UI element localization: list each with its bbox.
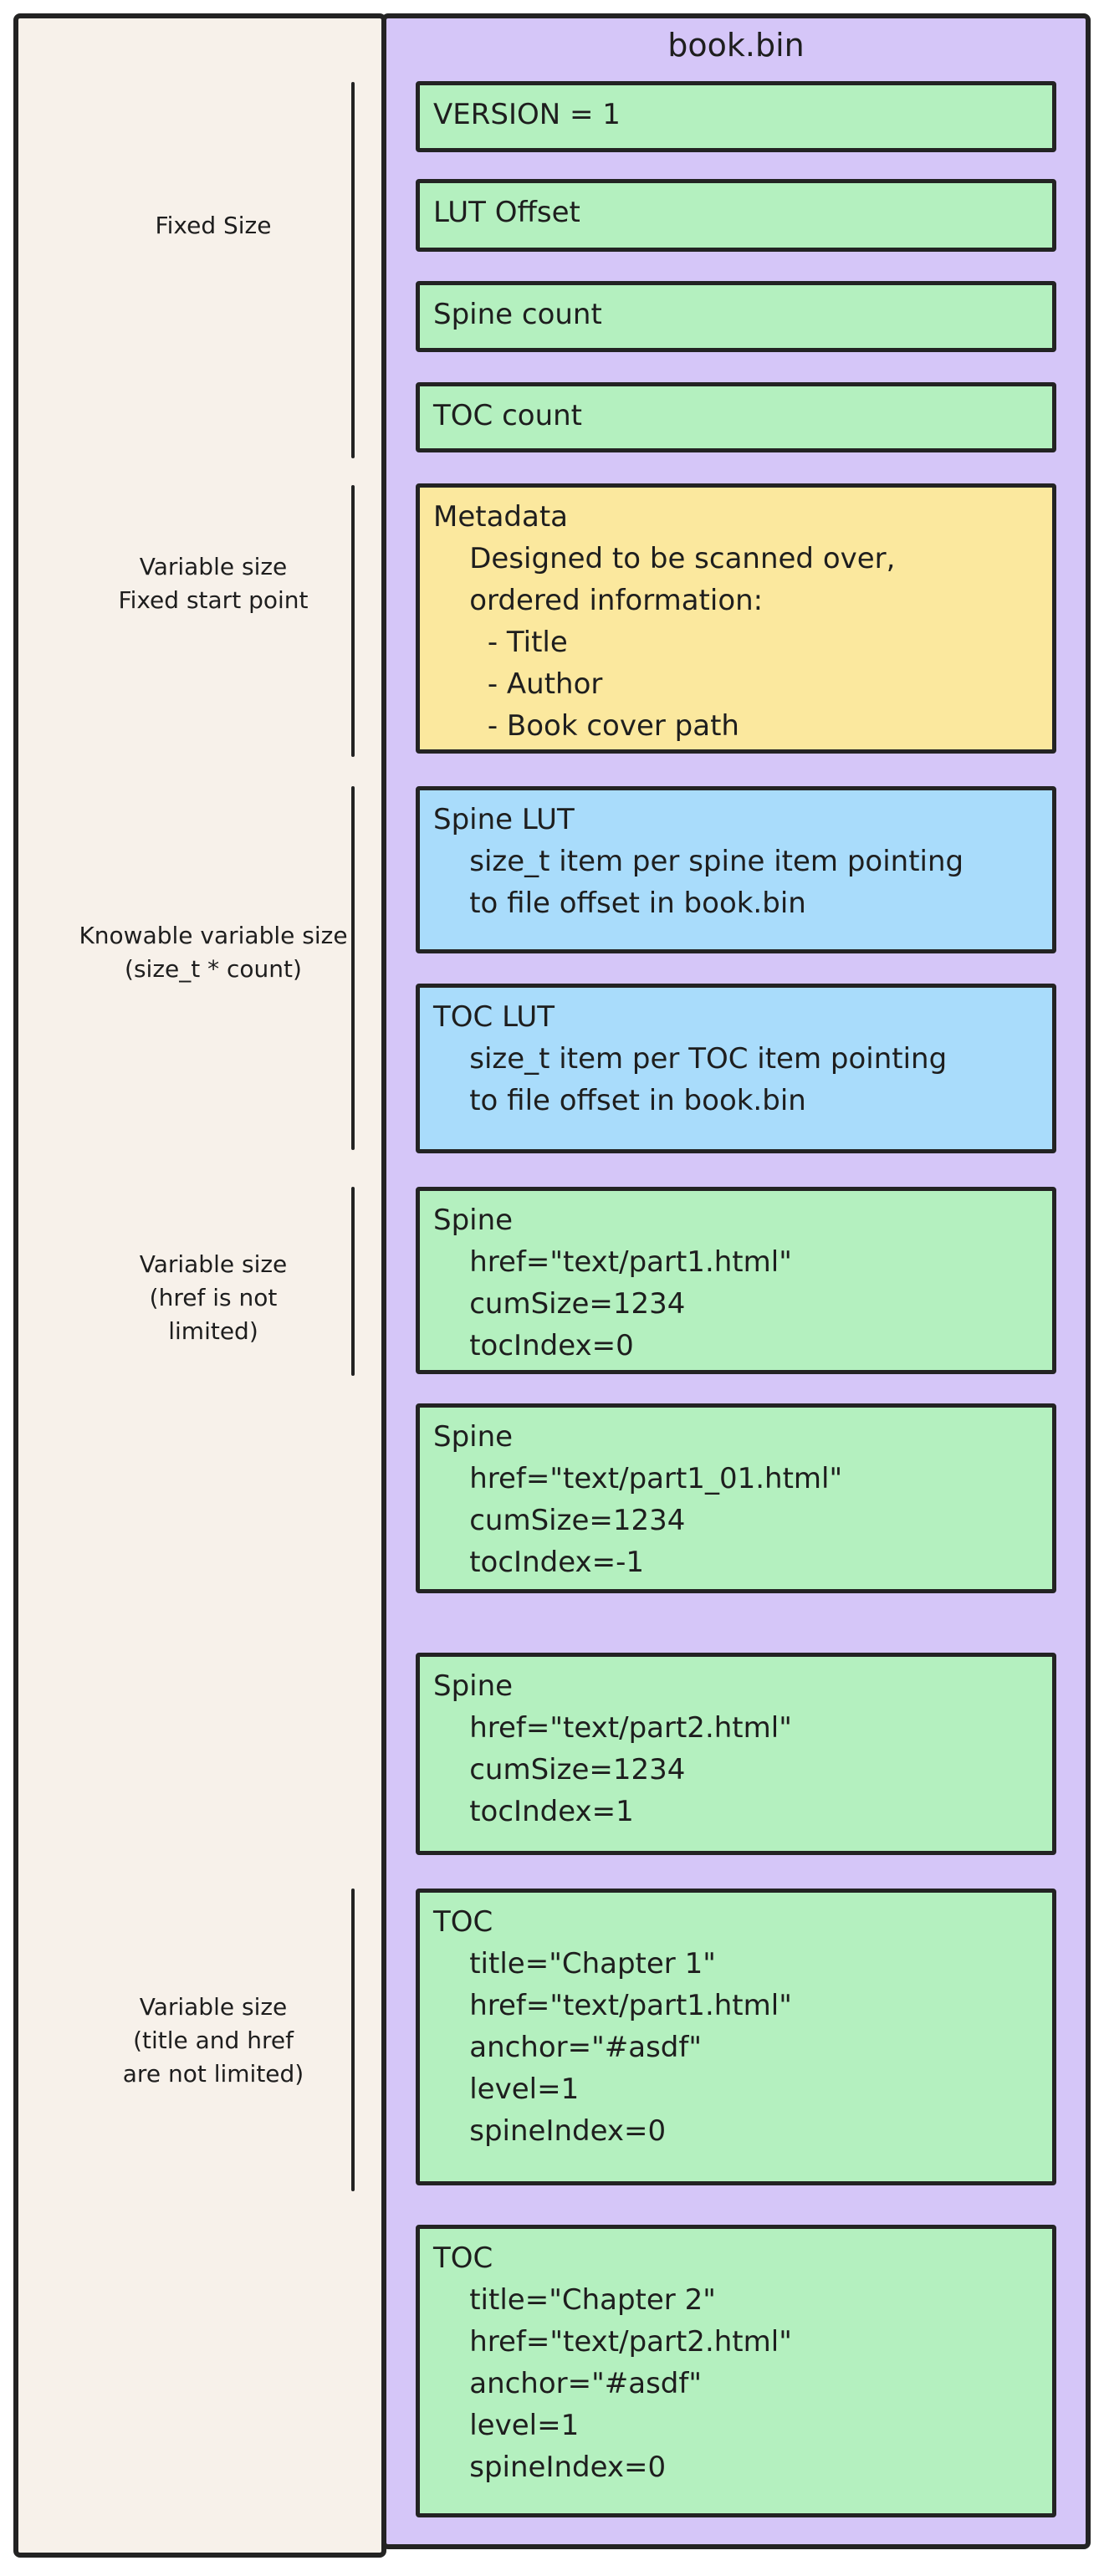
- field-line: ordered information:: [433, 584, 764, 617]
- variable-href-bracket: [351, 1187, 355, 1376]
- field-spine-entry-1: Spine href="text/part1.html" cumSize=123…: [416, 1187, 1056, 1374]
- field-line: TOC: [433, 2241, 493, 2275]
- fixed-size-bracket: [351, 82, 355, 458]
- field-line: size_t item per spine item pointing: [433, 845, 964, 878]
- field-line: level=1: [433, 2073, 580, 2106]
- field-toc-entry-1: TOC title="Chapter 1" href="text/part1.h…: [416, 1889, 1056, 2185]
- annotation-line: (href is not: [149, 1284, 278, 1311]
- field-toc-lut: TOC LUT size_t item per TOC item pointin…: [416, 984, 1056, 1153]
- field-line: to file offset in book.bin: [433, 1084, 806, 1117]
- annotation-line: Fixed start point: [118, 586, 309, 614]
- annotation-variable-title-href: Variable size (title and href are not li…: [63, 1991, 364, 2091]
- annotation-line: Variable size: [139, 1250, 288, 1278]
- field-line: LUT Offset: [433, 196, 580, 229]
- field-spine-entry-2: Spine href="text/part1_01.html" cumSize=…: [416, 1403, 1056, 1593]
- field-line: TOC: [433, 1905, 493, 1939]
- book-bin-title: book.bin: [667, 27, 805, 64]
- field-line: title="Chapter 1": [433, 1947, 716, 1981]
- annotation-fixed-size: Fixed Size: [63, 209, 364, 243]
- field-line: VERSION = 1: [433, 98, 621, 131]
- field-line: anchor="#asdf": [433, 2367, 702, 2400]
- field-line: href="text/part1.html": [433, 1989, 792, 2022]
- field-line: tocIndex=1: [433, 1795, 634, 1828]
- field-toc-entry-2: TOC title="Chapter 2" href="text/part2.h…: [416, 2225, 1056, 2517]
- field-line: cumSize=1234: [433, 1753, 686, 1786]
- field-line: level=1: [433, 2409, 580, 2442]
- annotation-panel: [13, 13, 386, 2558]
- annotation-line: Knowable variable size: [79, 922, 348, 949]
- field-spine-entry-3: Spine href="text/part2.html" cumSize=123…: [416, 1653, 1056, 1855]
- annotation-variable-fixed-start: Variable size Fixed start point: [63, 550, 364, 617]
- field-line: Spine: [433, 1669, 514, 1703]
- field-line: spineIndex=0: [433, 2451, 667, 2484]
- field-line: title="Chapter 2": [433, 2283, 716, 2317]
- field-line: cumSize=1234: [433, 1287, 686, 1321]
- field-line: tocIndex=0: [433, 1329, 634, 1362]
- field-line: TOC LUT: [433, 1000, 555, 1034]
- field-line: - Author: [433, 667, 603, 701]
- field-line: - Book cover path: [433, 709, 739, 743]
- field-line: Spine count: [433, 298, 602, 331]
- annotation-variable-href: Variable size (href is not limited): [63, 1248, 364, 1348]
- field-line: href="text/part2.html": [433, 2325, 792, 2359]
- field-spine-count: Spine count: [416, 281, 1056, 352]
- field-line: TOC count: [433, 399, 583, 432]
- field-line: spineIndex=0: [433, 2114, 667, 2148]
- field-line: anchor="#asdf": [433, 2031, 702, 2064]
- annotation-line: Variable size: [139, 553, 288, 580]
- field-version: VERSION = 1: [416, 81, 1056, 152]
- field-line: Metadata: [433, 500, 569, 534]
- variable-fixed-start-bracket: [351, 485, 355, 757]
- field-metadata: Metadata Designed to be scanned over, or…: [416, 483, 1056, 754]
- field-lut-offset: LUT Offset: [416, 179, 1056, 252]
- annotation-knowable-variable: Knowable variable size (size_t * count): [63, 919, 364, 986]
- annotation-line: (size_t * count): [125, 955, 302, 983]
- variable-title-href-bracket: [351, 1889, 355, 2191]
- field-line: - Title: [433, 626, 568, 659]
- field-line: Spine: [433, 1204, 514, 1237]
- field-line: Spine: [433, 1420, 514, 1454]
- annotation-line: are not limited): [122, 2060, 304, 2088]
- annotation-line: Fixed Size: [155, 212, 272, 239]
- field-line: href="text/part2.html": [433, 1711, 792, 1745]
- field-line: to file offset in book.bin: [433, 887, 806, 920]
- annotation-line: Variable size: [139, 1993, 288, 2021]
- field-line: Spine LUT: [433, 803, 575, 836]
- field-line: href="text/part1.html": [433, 1245, 792, 1279]
- field-toc-count: TOC count: [416, 382, 1056, 452]
- field-line: href="text/part1_01.html": [433, 1462, 843, 1495]
- field-line: size_t item per TOC item pointing: [433, 1042, 948, 1076]
- annotation-line: (title and href: [133, 2027, 294, 2054]
- field-line: tocIndex=-1: [433, 1546, 645, 1579]
- field-spine-lut: Spine LUT size_t item per spine item poi…: [416, 786, 1056, 953]
- field-line: cumSize=1234: [433, 1504, 686, 1537]
- knowable-variable-bracket: [351, 786, 355, 1150]
- field-line: Designed to be scanned over,: [433, 542, 896, 575]
- annotation-line: limited): [168, 1317, 258, 1345]
